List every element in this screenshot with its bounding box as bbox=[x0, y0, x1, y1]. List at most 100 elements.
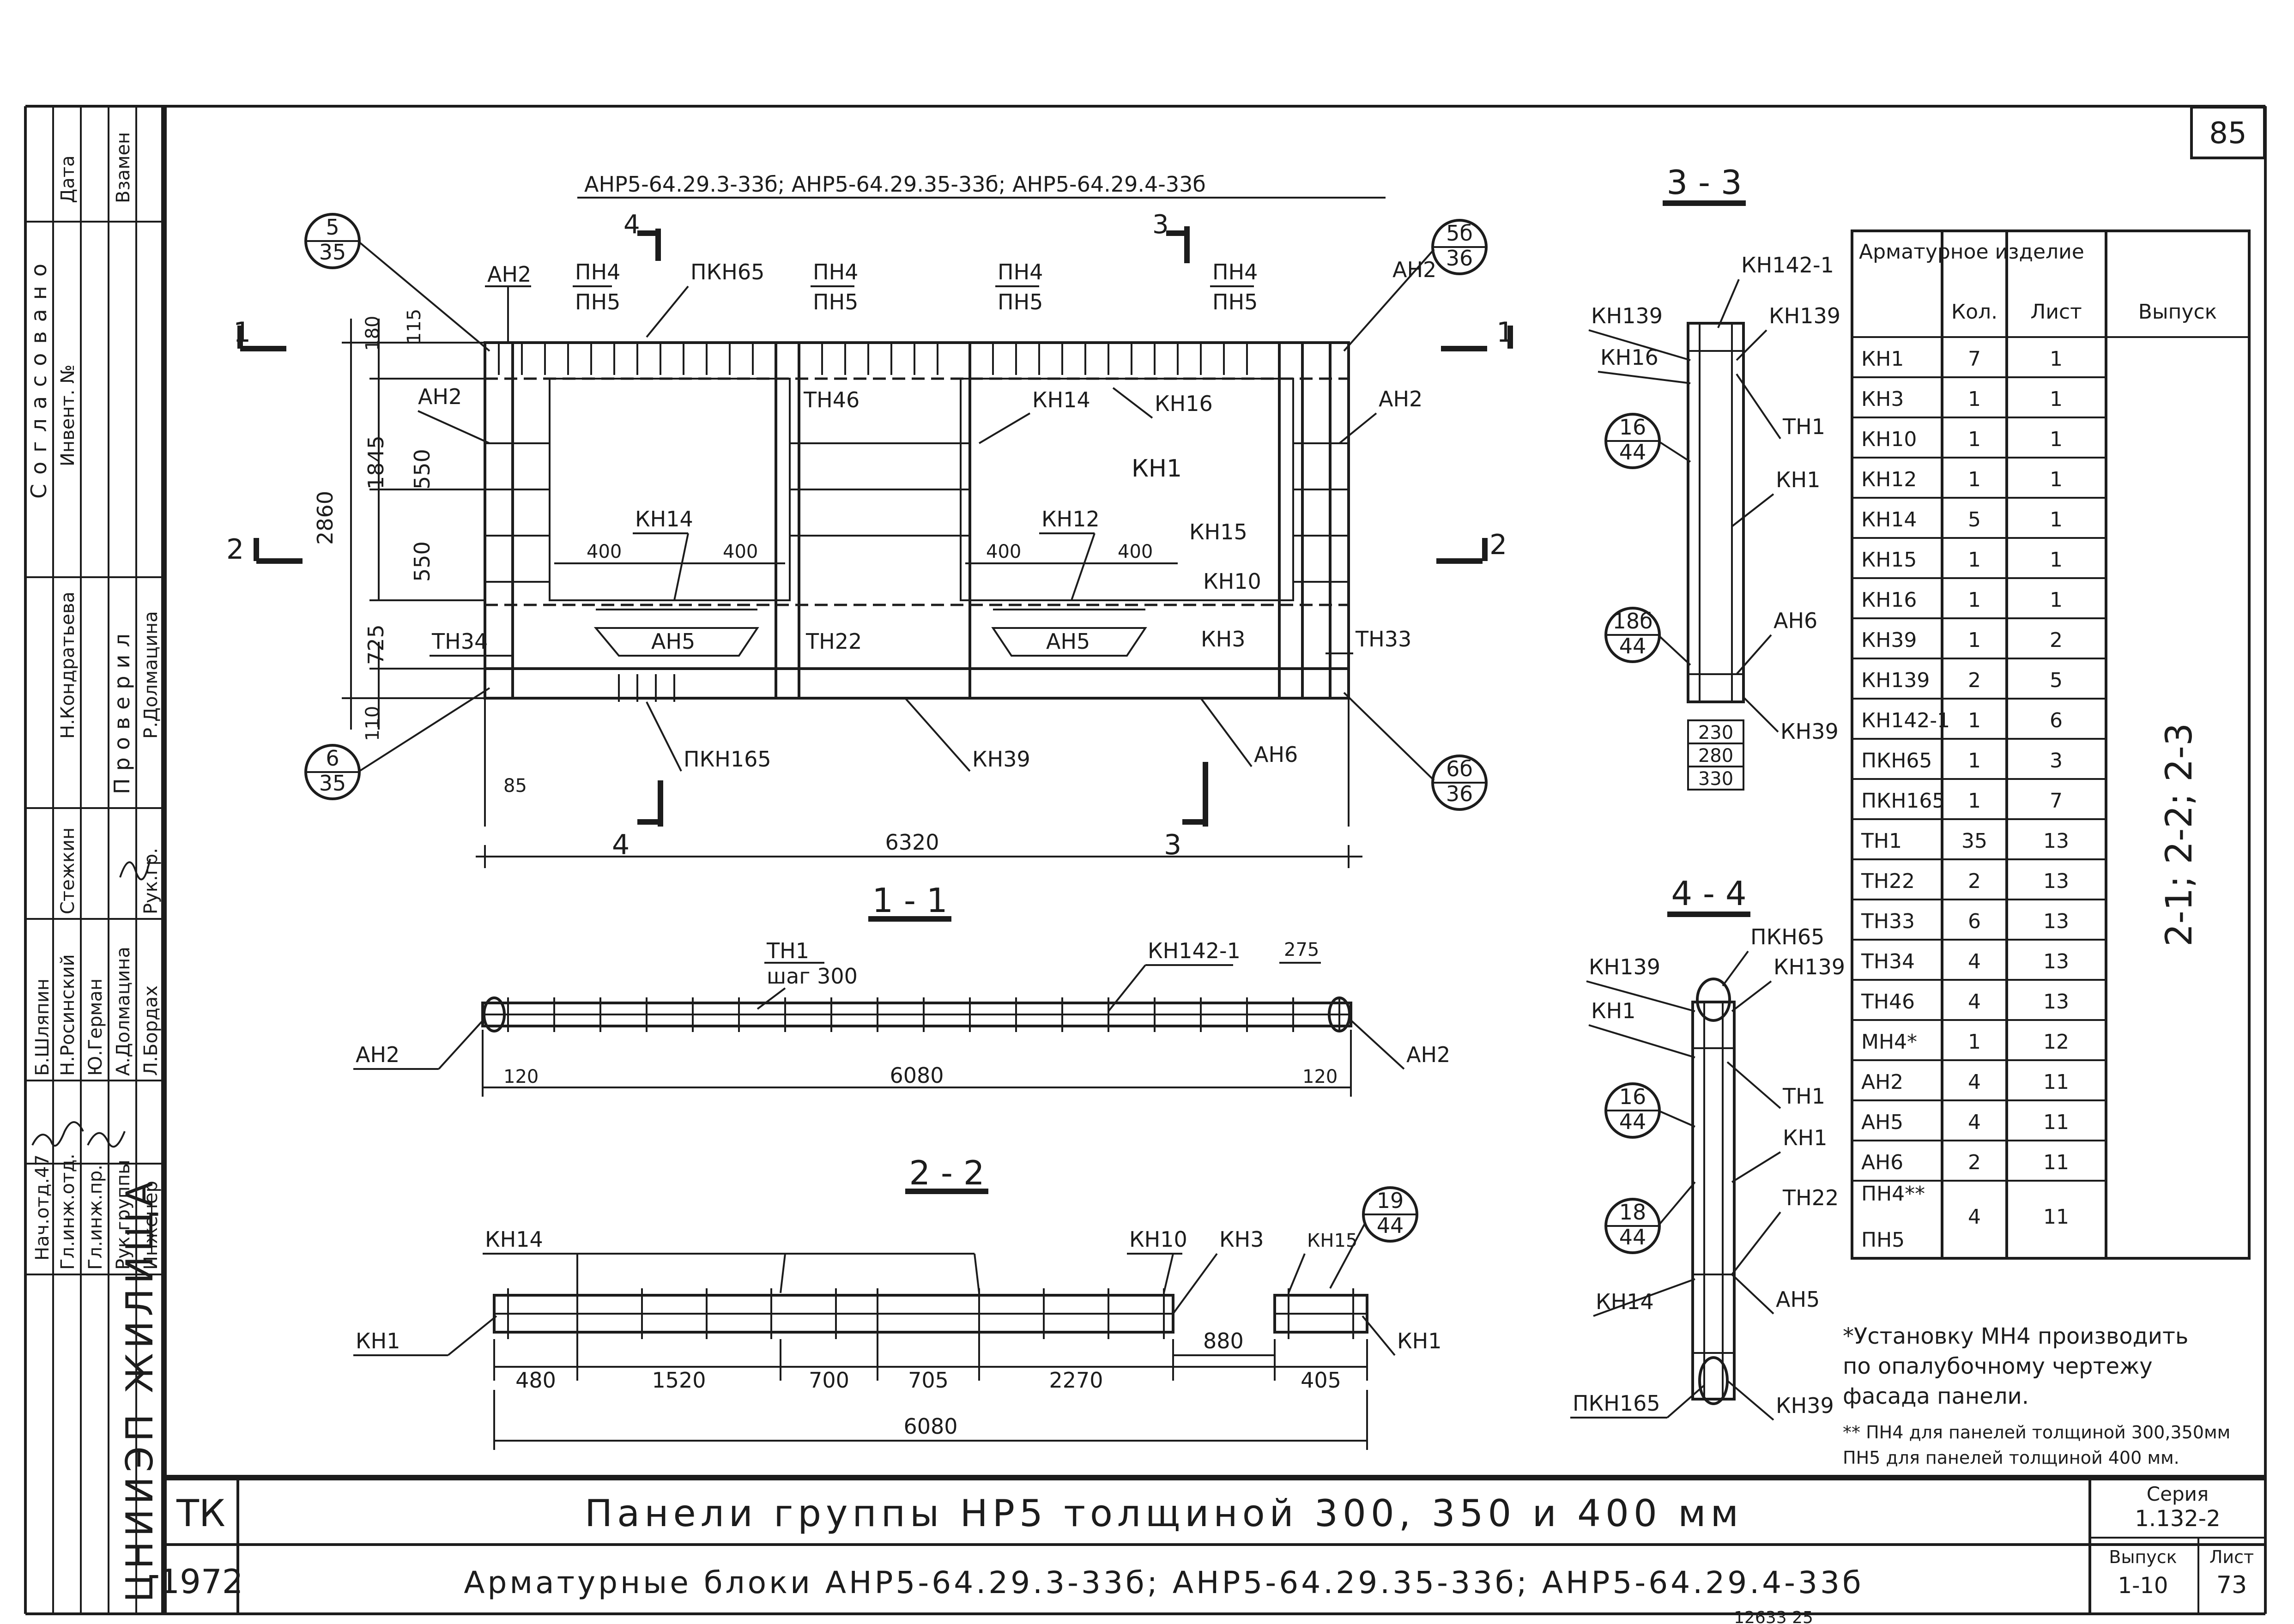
spec-cell-qty: 35 bbox=[1961, 829, 1987, 853]
spec-cell-item: КН16 bbox=[1861, 588, 1917, 612]
main-elevation-view: АНР5-64.29.3-33б; АНР5-64.29.35-33б; АНР… bbox=[226, 172, 1514, 868]
spec-cell-item: АН6 bbox=[1861, 1151, 1903, 1174]
svg-text:550: 550 bbox=[410, 541, 435, 582]
svg-text:ТН1: ТН1 bbox=[1782, 414, 1825, 439]
svg-text:АН2: АН2 bbox=[1406, 1042, 1450, 1067]
svg-text:2270: 2270 bbox=[1049, 1368, 1103, 1393]
org-name: ЦНИИЭП ЖИЛИЩА bbox=[118, 1177, 161, 1602]
svg-text:ТН33: ТН33 bbox=[1355, 627, 1411, 652]
spec-cell-sheet: 13 bbox=[2043, 990, 2069, 1014]
svg-text:280: 280 bbox=[1698, 745, 1733, 767]
note-line-5: ПН5 для панелей толщиной 400 мм. bbox=[1843, 1448, 2179, 1468]
svg-text:3: 3 bbox=[1152, 210, 1169, 240]
svg-text:44: 44 bbox=[1619, 1109, 1646, 1134]
spec-cell-qty: 1 bbox=[1968, 387, 1981, 411]
svg-text:6080: 6080 bbox=[903, 1414, 957, 1439]
spec-cell-sheet: 11 bbox=[2043, 1111, 2069, 1134]
spec-cell-sheet: 13 bbox=[2043, 869, 2069, 893]
svg-text:400: 400 bbox=[723, 541, 758, 562]
note-line-4: ** ПН4 для панелей толщиной 300,350мм bbox=[1843, 1422, 2230, 1443]
svg-text:ТН1: ТН1 bbox=[1782, 1084, 1825, 1109]
svg-text:КН1: КН1 bbox=[1397, 1328, 1442, 1353]
svg-text:120: 120 bbox=[1302, 1066, 1338, 1087]
spec-cell-sheet: 12 bbox=[2043, 1030, 2069, 1054]
spec-cell-item: КН139 bbox=[1861, 669, 1930, 692]
svg-text:КН1: КН1 bbox=[1132, 455, 1182, 483]
main-view-labels: АН2 ПН4 ПН5 ПКН65 ПН4 ПН5 ПН4 ПН5 ПН4 ПН… bbox=[418, 257, 1436, 772]
spec-cell-sheet: 1 bbox=[2050, 347, 2063, 371]
spec-cell-item: ТН34 bbox=[1861, 950, 1915, 973]
spec-cell-item: МН4* bbox=[1861, 1030, 1917, 1054]
svg-text:ПН4: ПН4 bbox=[998, 260, 1043, 284]
section-2-2: 2 - 2 КН14 КН10 КН3 КН15 19 44 КН1 КН1 8… bbox=[353, 1153, 1442, 1450]
spec-cell-qty: 6 bbox=[1968, 910, 1981, 933]
svg-text:КН14: КН14 bbox=[485, 1227, 543, 1252]
svg-text:880: 880 bbox=[1203, 1328, 1244, 1353]
spec-cell-sheet: 1 bbox=[2050, 508, 2063, 531]
spec-cell-sheet: 13 bbox=[2043, 950, 2069, 973]
svg-text:115: 115 bbox=[404, 309, 425, 344]
spec-cell-item: ТН46 bbox=[1861, 990, 1915, 1014]
spec-cell-sheet: 1 bbox=[2050, 387, 2063, 411]
svg-text:44: 44 bbox=[1619, 1225, 1646, 1250]
sheet-frame: 85 bbox=[24, 105, 2267, 1615]
reviewer-3: Рук.гр. bbox=[140, 848, 162, 914]
svg-text:КН14: КН14 bbox=[1596, 1289, 1654, 1314]
svg-text:ПН5: ПН5 bbox=[813, 290, 858, 314]
spec-cell-qty: 2 bbox=[1968, 1151, 1981, 1174]
svg-text:725: 725 bbox=[363, 624, 388, 665]
signature-3 bbox=[119, 858, 151, 881]
spec-cell-sheet: 7 bbox=[2050, 789, 2063, 813]
spec-cell-item: ТН22 bbox=[1861, 869, 1915, 893]
svg-text:18: 18 bbox=[1619, 1200, 1646, 1225]
issue-label: Выпуск bbox=[2109, 1547, 2177, 1567]
spec-cell-item: КН1 bbox=[1861, 347, 1904, 371]
spec-last-item-bottom: ПН5 bbox=[1861, 1228, 1905, 1252]
spec-cell-item: КН39 bbox=[1861, 628, 1917, 652]
svg-text:ПН5: ПН5 bbox=[998, 290, 1043, 314]
svg-text:ПН5: ПН5 bbox=[1212, 290, 1258, 314]
spec-cell-item: ТН33 bbox=[1861, 910, 1915, 933]
spec-header-release: Выпуск bbox=[2138, 300, 2217, 324]
svg-text:5: 5 bbox=[326, 215, 339, 240]
svg-text:КН139: КН139 bbox=[1591, 303, 1663, 328]
svg-text:КН1: КН1 bbox=[1783, 1125, 1828, 1150]
svg-text:КН12: КН12 bbox=[1041, 507, 1100, 531]
spec-cell-sheet: 13 bbox=[2043, 829, 2069, 853]
svg-text:ТН34: ТН34 bbox=[431, 629, 488, 654]
spec-last-item-top: ПН4** bbox=[1861, 1182, 1925, 1206]
role-3: Гл.инж.пр. bbox=[85, 1165, 106, 1270]
svg-text:КН39: КН39 bbox=[972, 747, 1030, 772]
svg-text:АН2: АН2 bbox=[1392, 257, 1436, 282]
main-view-header: АНР5-64.29.3-33б; АНР5-64.29.35-33б; АНР… bbox=[584, 172, 1206, 197]
spec-cell-sheet: 11 bbox=[2043, 1151, 2069, 1174]
spec-cell-sheet: 6 bbox=[2050, 709, 2063, 732]
inv-label: Инвент. № bbox=[57, 364, 79, 466]
spec-cell-sheet: 1 bbox=[2050, 428, 2063, 451]
checked-label: Проверил bbox=[109, 626, 134, 794]
spec-cell-qty: 1 bbox=[1968, 1030, 1981, 1054]
spec-cell-sheet: 2 bbox=[2050, 628, 2063, 652]
reviewer-1: Стежкин bbox=[57, 827, 79, 914]
svg-text:КН14: КН14 bbox=[635, 507, 693, 531]
svg-text:1520: 1520 bbox=[652, 1368, 706, 1393]
svg-text:120: 120 bbox=[503, 1066, 539, 1087]
svg-text:85: 85 bbox=[503, 775, 527, 797]
svg-text:405: 405 bbox=[1301, 1368, 1341, 1393]
spec-cell-item: КН10 bbox=[1861, 428, 1917, 451]
year-label: 1972 bbox=[158, 1562, 243, 1601]
svg-text:АН2: АН2 bbox=[356, 1042, 399, 1067]
section-1-1-title: 1 - 1 bbox=[872, 881, 947, 920]
title-line-2: Арматурные блоки АНР5-64.29.3-33б; АНР5-… bbox=[464, 1565, 1864, 1600]
svg-text:36: 36 bbox=[1446, 246, 1473, 271]
signature-1 bbox=[31, 1121, 84, 1147]
spec-cell-sheet: 1 bbox=[2050, 548, 2063, 572]
spec-cell-item: ПКН65 bbox=[1861, 749, 1932, 773]
svg-text:16: 16 bbox=[1619, 415, 1646, 440]
spec-cell-sheet: 1 bbox=[2050, 468, 2063, 491]
svg-text:36: 36 bbox=[1446, 781, 1473, 806]
series-label: Серия bbox=[2147, 1483, 2209, 1505]
spec-cell-qty: 1 bbox=[1968, 749, 1981, 773]
svg-text:ПН4: ПН4 bbox=[1212, 260, 1258, 284]
svg-text:700: 700 bbox=[809, 1368, 849, 1393]
